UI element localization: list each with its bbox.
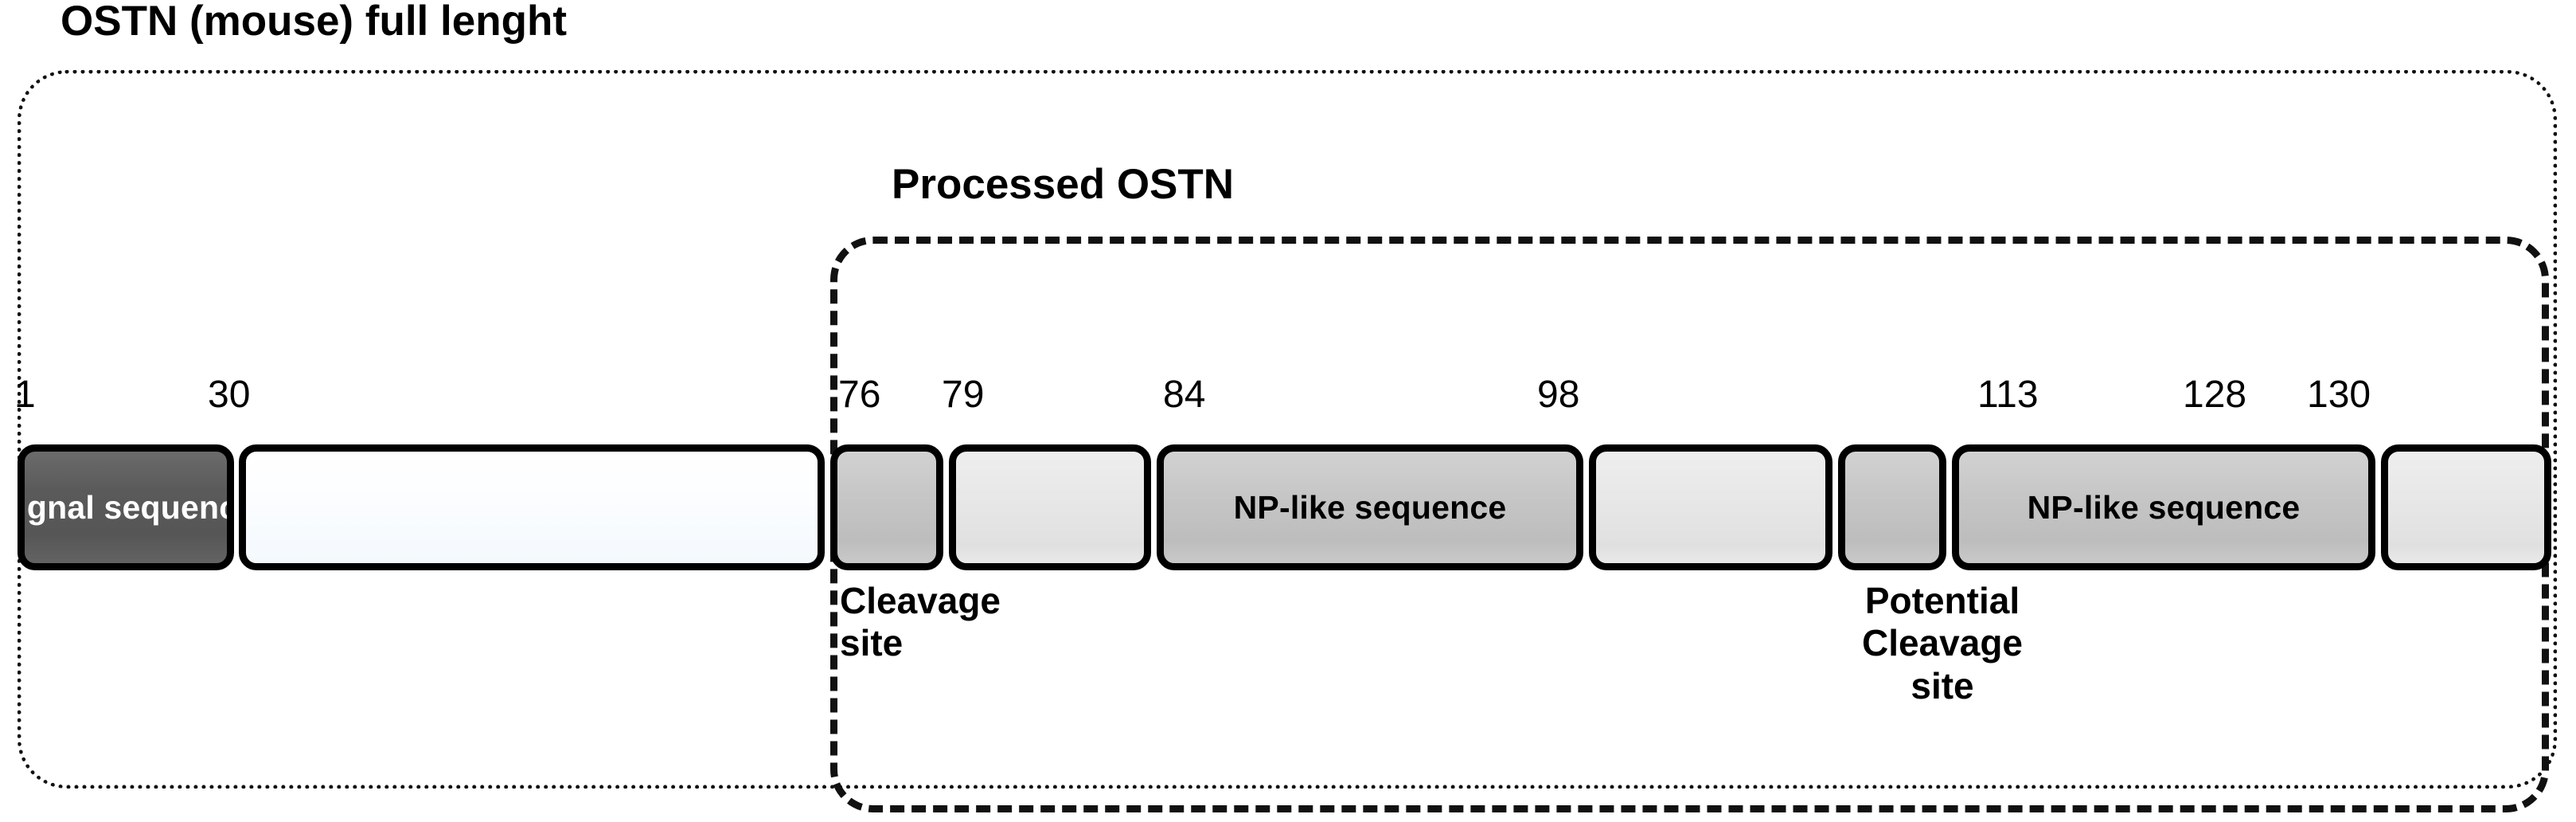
domain-bar: Signal sequence NP-like sequence NP-like s…	[0, 444, 2576, 570]
domain-segment-spacer-6	[1838, 444, 1946, 570]
domain-segment-np-like-sequence: NP-like sequence	[1952, 444, 2375, 570]
domain-segment-spacer-5	[1589, 444, 1832, 570]
domain-segment-spacer-2	[830, 444, 943, 570]
position-number-128: 128	[2183, 374, 2247, 416]
domain-segment-spacer-1	[239, 444, 825, 570]
frame-full-length-label: OSTN (mouse) full lenght	[60, 0, 567, 45]
position-number-79: 79	[942, 374, 985, 416]
domain-segment-label: Signal sequence	[18, 488, 227, 526]
frame-full-length	[18, 70, 2557, 789]
frame-processed-label: Processed OSTN	[892, 161, 1235, 208]
domain-segment-label: NP-like sequence	[1233, 488, 1507, 526]
position-number-113: 113	[1977, 374, 2039, 416]
domain-segment-spacer-8	[2381, 444, 2551, 570]
position-number-98: 98	[1537, 374, 1580, 416]
position-number-1: 1	[14, 374, 36, 416]
position-number-30: 30	[208, 374, 251, 416]
domain-segment-np-like-sequence: NP-like sequence	[1157, 444, 1583, 570]
position-number-84: 84	[1163, 374, 1206, 416]
cleavage-site-label: Cleavage site	[840, 580, 1001, 664]
domain-segment-label: NP-like sequence	[2027, 488, 2301, 526]
domain-segment-spacer-3	[949, 444, 1151, 570]
potential-cleavage-site-label: Potential Cleavage site	[1861, 580, 2023, 707]
domain-segment-signal-sequence: Signal sequence	[18, 444, 234, 570]
position-number-76: 76	[838, 374, 881, 416]
position-number-130: 130	[2307, 374, 2371, 416]
